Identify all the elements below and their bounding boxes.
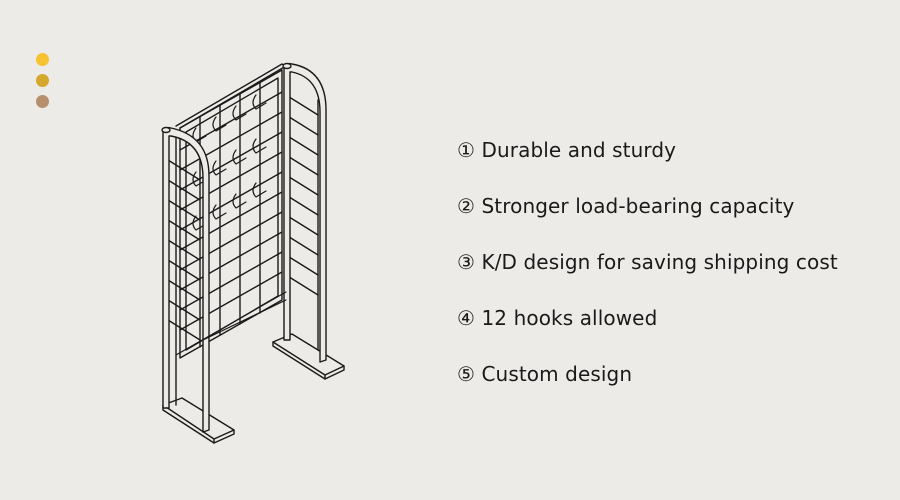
dot-tan — [36, 95, 49, 108]
left-frame-tube — [161, 126, 210, 433]
feature-item-5: ⑤ Custom design — [457, 362, 633, 386]
decorative-dots — [36, 53, 49, 116]
side-ladder — [285, 79, 319, 351]
feature-item-3: ③ K/D design for saving shipping cost — [457, 250, 838, 274]
dot-gold — [36, 74, 49, 87]
feature-item-1: ① Durable and sturdy — [457, 138, 677, 162]
hook-display-rack-icon — [161, 62, 345, 444]
feature-item-2: ② Stronger load-bearing capacity — [457, 194, 795, 218]
dot-yellow — [36, 53, 49, 66]
left-base-plate — [162, 397, 235, 444]
feature-item-4: ④ 12 hooks allowed — [457, 306, 658, 330]
right-frame-tube — [282, 62, 327, 363]
right-base-plate — [272, 333, 345, 380]
feature-list: ① Durable and sturdy ② Stronger load-bea… — [457, 130, 838, 410]
grid-panel — [175, 63, 287, 359]
